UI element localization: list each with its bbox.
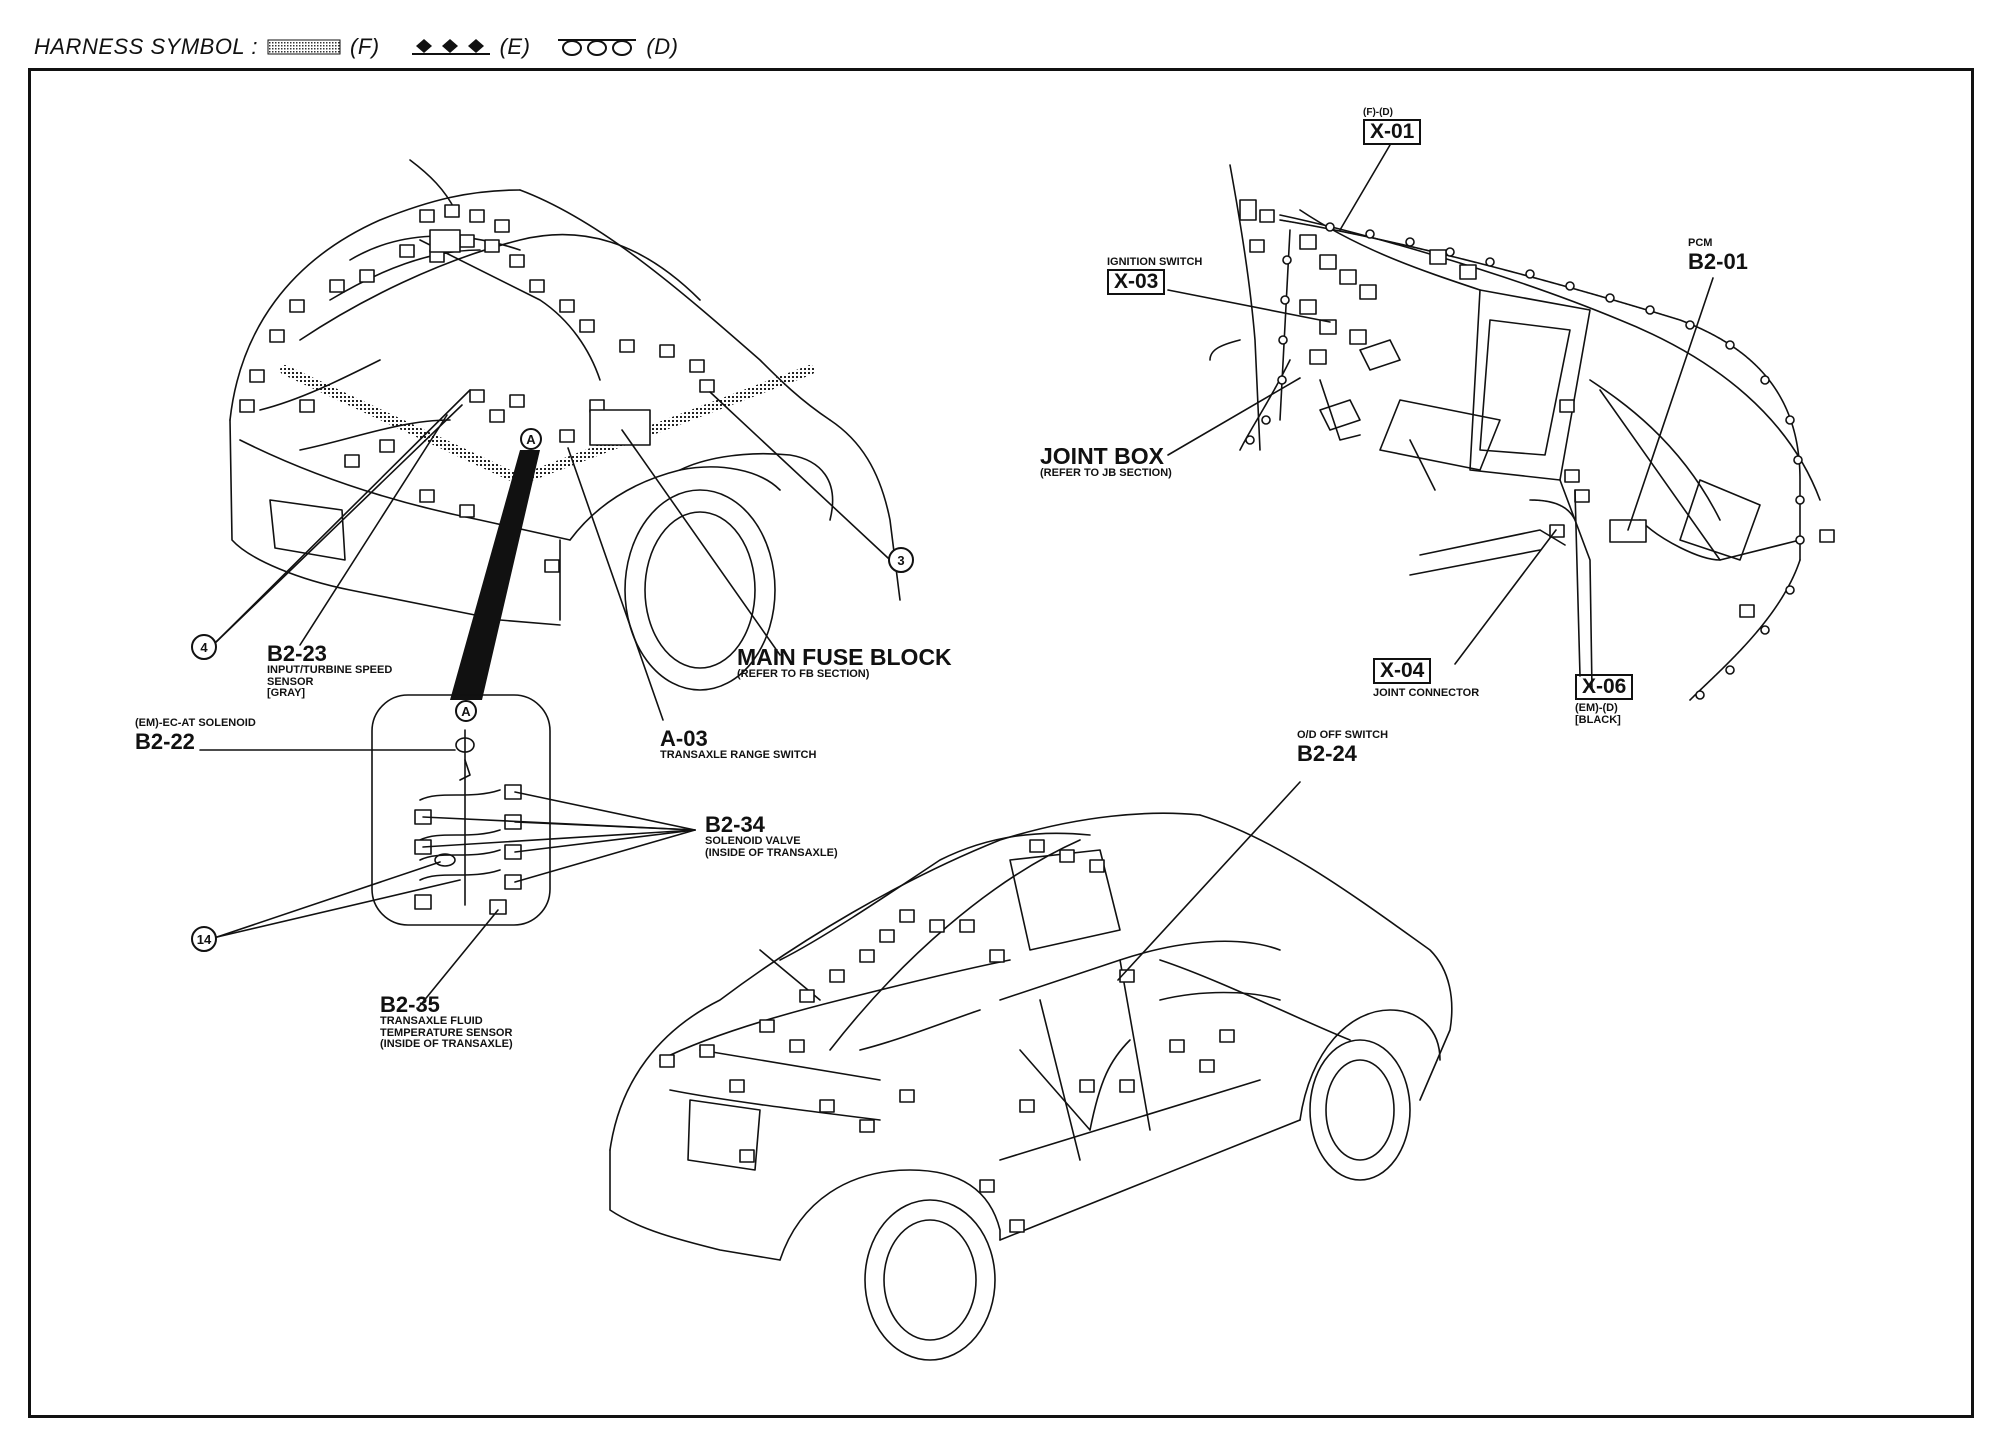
label-joint-box: JOINT BOX (REFER TO JB SECTION) — [1040, 444, 1172, 480]
joint-box-desc: (REFER TO JB SECTION) — [1040, 467, 1172, 480]
x-03-prefix: IGNITION SWITCH — [1107, 256, 1203, 268]
legend-title: HARNESS SYMBOL : — [34, 34, 258, 59]
b2-34-id: B2-34 — [705, 812, 765, 837]
callout-circle-4: 4 — [191, 634, 217, 660]
dashboard-harness — [1239, 219, 1801, 701]
b2-34-desc2: (INSIDE OF TRANSAXLE) — [705, 846, 838, 859]
dashboard-outline — [1209, 164, 1821, 576]
label-b2-22: (EM)-EC-AT SOLENOID B2-22 — [135, 717, 256, 754]
rear-connectors — [659, 839, 1235, 1233]
label-b2-35: B2-35 TRANSAXLE FLUID TEMPERATURE SENSOR… — [380, 993, 513, 1051]
label-x-04: X-04 JOINT CONNECTOR — [1373, 658, 1479, 700]
joint-box-name: JOINT BOX — [1040, 443, 1164, 469]
x-06-desc2: [BLACK] — [1575, 713, 1621, 726]
engine-bay-car-outline — [229, 159, 901, 691]
callout-circle-3: 3 — [888, 547, 914, 573]
rear-harness — [659, 832, 1281, 1161]
dashboard-connectors — [1239, 199, 1835, 618]
label-pcm: PCM B2-01 — [1688, 237, 1748, 274]
harness-d-symbol — [558, 39, 637, 56]
engine-connectors — [239, 204, 715, 573]
b2-24-prefix: O/D OFF SWITCH — [1297, 729, 1389, 741]
main-fuse-desc: (REFER TO FB SECTION) — [737, 668, 870, 681]
b2-23-desc1: INPUT/TURBINE SPEED — [267, 664, 393, 677]
b2-35-desc2: TEMPERATURE SENSOR — [380, 1026, 513, 1039]
x-01-prefix: (F)-(D) — [1363, 107, 1393, 118]
diagram-frame — [28, 68, 1974, 1418]
b2-35-id: B2-35 — [380, 992, 440, 1017]
dashboard-harness-beads — [1245, 222, 1805, 700]
callout-circle-a-engine: A — [520, 428, 542, 450]
b2-35-desc1: TRANSAXLE FLUID — [380, 1015, 483, 1028]
legend-code-f: (F) — [350, 34, 380, 59]
label-main-fuse-block: MAIN FUSE BLOCK (REFER TO FB SECTION) — [737, 645, 952, 681]
dashboard-callout-lines — [1167, 144, 1714, 677]
callout-circle-14: 14 — [191, 926, 217, 952]
rear-car-outline — [609, 812, 1453, 1361]
legend-code-d: (D) — [646, 34, 679, 59]
b2-23-id: B2-23 — [267, 641, 327, 666]
x-04-desc: JOINT CONNECTOR — [1373, 687, 1480, 700]
label-x-03: IGNITION SWITCH X-03 — [1107, 256, 1203, 295]
b2-34-desc1: SOLENOID VALVE — [705, 835, 801, 848]
label-x-01: (F)-(D) X-01 — [1363, 107, 1422, 145]
b2-22-id: B2-22 — [135, 728, 195, 754]
harness-symbol-legend: HARNESS SYMBOL : (F) (E) (D) — [34, 30, 678, 64]
a-03-id: A-03 — [660, 726, 708, 751]
x-01-id: X-01 — [1363, 118, 1422, 145]
label-a-03: A-03 TRANSAXLE RANGE SWITCH — [660, 727, 816, 762]
b2-22-prefix: (EM)-EC-AT SOLENOID — [135, 717, 256, 729]
b2-35-desc3: (INSIDE OF TRANSAXLE) — [380, 1038, 513, 1051]
b2-23-desc3: [GRAY] — [267, 687, 306, 700]
label-b2-23: B2-23 INPUT/TURBINE SPEED SENSOR [GRAY] — [267, 642, 392, 700]
a-03-desc: TRANSAXLE RANGE SWITCH — [660, 749, 817, 762]
b2-24-callout-line — [1117, 781, 1301, 981]
x-06-desc1: (EM)-(D) — [1575, 702, 1618, 715]
b2-24-id: B2-24 — [1297, 740, 1357, 766]
b2-23-desc2: SENSOR — [267, 675, 314, 688]
x-06-id: X-06 — [1575, 674, 1634, 701]
x-03-id: X-03 — [1107, 268, 1166, 295]
label-b2-24: O/D OFF SWITCH B2-24 — [1297, 729, 1389, 766]
harness-f-symbol — [267, 39, 341, 55]
label-b2-34: B2-34 SOLENOID VALVE (INSIDE OF TRANSAXL… — [705, 813, 838, 859]
label-x-06: X-06 (EM)-(D) [BLACK] — [1575, 674, 1634, 726]
harness-e-symbol — [411, 39, 490, 55]
engine-bay-harness — [259, 233, 815, 485]
callout-circle-a-detail: A — [455, 700, 477, 722]
x-04-id: X-04 — [1373, 658, 1432, 685]
legend-code-e: (E) — [499, 34, 531, 59]
engine-callout-lines — [212, 389, 889, 721]
transaxle-detail — [199, 694, 696, 1009]
pcm-prefix: PCM — [1688, 237, 1713, 249]
main-fuse-name: MAIN FUSE BLOCK — [737, 644, 952, 670]
pcm-id: B2-01 — [1688, 248, 1748, 274]
